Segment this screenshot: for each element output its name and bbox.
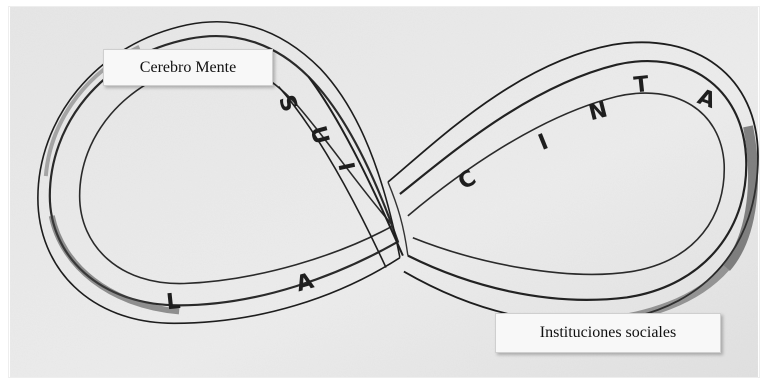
label-text: Instituciones sociales: [540, 324, 676, 342]
label-text: Cerebro Mente: [140, 59, 236, 77]
label-cerebro-mente: Cerebro Mente: [103, 49, 273, 86]
band-letter: T: [633, 72, 651, 98]
label-instituciones-sociales: Instituciones sociales: [495, 313, 721, 353]
mobius-strip-drawing: S U I L A C I N T A Cerebro Mente Instit…: [8, 6, 760, 378]
band-letter: L: [165, 289, 182, 315]
